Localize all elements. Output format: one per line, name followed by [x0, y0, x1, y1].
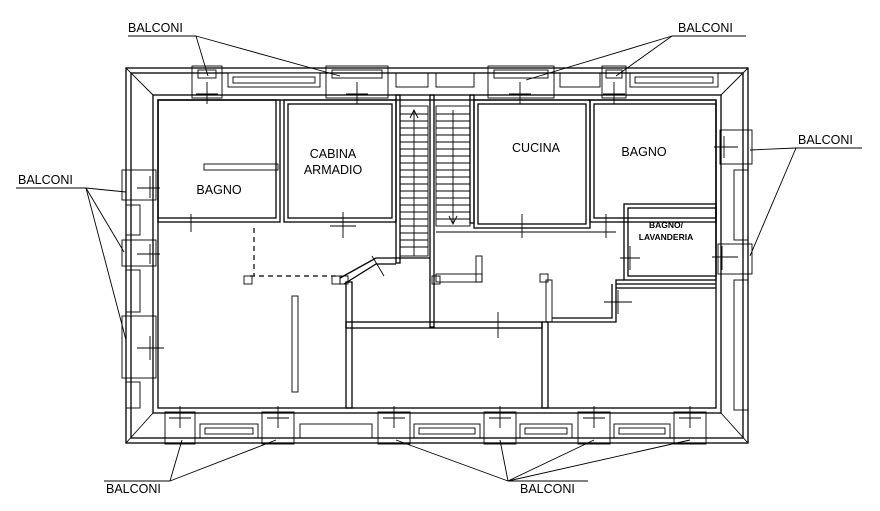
balconi-label: BALCONI [106, 482, 161, 496]
right-openings [712, 129, 753, 411]
callout-bottom-left: BALCONI [104, 439, 277, 496]
left-openings [121, 169, 164, 409]
room-labels: BAGNO CABINA ARMADIO CUCINA BAGNO BAGNO/… [196, 141, 693, 242]
callout-top-left: BALCONI [128, 21, 341, 77]
bottom-openings [164, 406, 707, 445]
callout-right: BALCONI [749, 133, 862, 257]
room-lavanderia-line2: LAVANDERIA [639, 232, 693, 242]
room-cucina: CUCINA [512, 141, 561, 155]
balconi-label: BALCONI [520, 482, 575, 496]
stairs [399, 105, 471, 257]
balconi-label: BALCONI [678, 21, 733, 35]
callout-left: BALCONI [16, 173, 127, 341]
room-cabina-line2: ARMADIO [304, 163, 363, 177]
balconi-label: BALCONI [18, 173, 73, 187]
room-cabina-line1: CABINA [310, 147, 357, 161]
room-bagno-right: BAGNO [621, 145, 666, 159]
room-lavanderia-line1: BAGNO/ [649, 220, 684, 230]
top-openings [191, 65, 719, 104]
outer-walls [125, 67, 749, 444]
callout-bottom-right: BALCONI [395, 439, 691, 496]
room-bagno-left: BAGNO [196, 183, 241, 197]
balconi-label: BALCONI [128, 21, 183, 35]
interior-walls [157, 94, 717, 409]
callout-top-right: BALCONI [525, 21, 746, 81]
balconi-label: BALCONI [798, 133, 853, 147]
